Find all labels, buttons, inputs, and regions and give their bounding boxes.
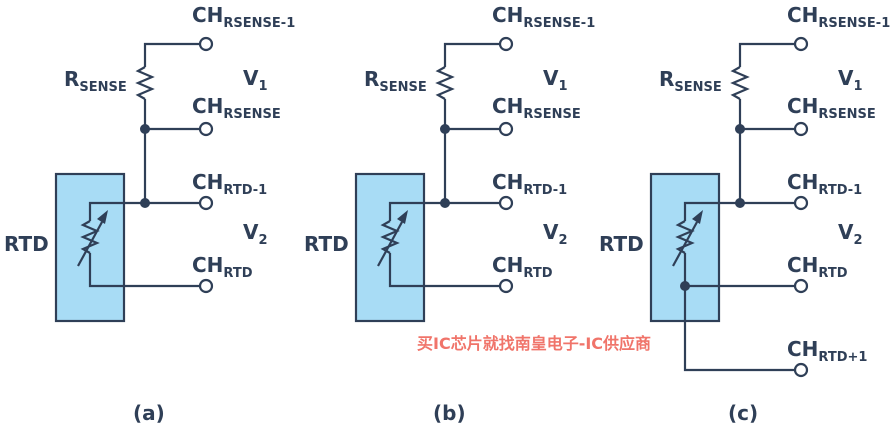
label-v2-c: V2 bbox=[838, 220, 863, 248]
label-v1-c: V1 bbox=[838, 66, 863, 94]
circuit-c: CHRSENSE-1 RSENSE V1 CHRSENSE CHRTD-1 RT… bbox=[599, 3, 890, 425]
label-v1-b: V1 bbox=[543, 66, 568, 94]
watermark-text: 买IC芯片就找南皇电子-IC供应商 bbox=[417, 334, 651, 353]
label-ch-rsense-1-c: CHRSENSE-1 bbox=[787, 3, 890, 31]
circuit-a: CHRSENSE-1 RSENSE V1 CHRSENSE CHRTD-1 RT… bbox=[4, 3, 295, 425]
label-ch-rsense-1-b: CHRSENSE-1 bbox=[492, 3, 595, 31]
label-rsense-c: RSENSE bbox=[659, 67, 722, 95]
label-ch-rtd-b: CHRTD bbox=[492, 253, 553, 281]
label-ch-rsense-c: CHRSENSE bbox=[787, 94, 876, 122]
label-rtd-b: RTD bbox=[304, 232, 349, 256]
label-ch-rtd-a: CHRTD bbox=[192, 253, 253, 281]
circuit-b: CHRSENSE-1 RSENSE V1 CHRSENSE CHRTD-1 RT… bbox=[304, 3, 595, 425]
label-ch-rtd-plus-1-c: CHRTD+1 bbox=[787, 337, 867, 365]
label-v1-a: V1 bbox=[243, 66, 268, 94]
label-v2-a: V2 bbox=[243, 220, 268, 248]
label-rtd-a: RTD bbox=[4, 232, 49, 256]
label-ch-rtd-c: CHRTD bbox=[787, 253, 848, 281]
label-ch-rtd-1-b: CHRTD-1 bbox=[492, 170, 567, 198]
label-rtd-c: RTD bbox=[599, 232, 644, 256]
label-ch-rtd-1-a: CHRTD-1 bbox=[192, 170, 267, 198]
caption-b: (b) bbox=[433, 401, 466, 425]
label-ch-rsense-a: CHRSENSE bbox=[192, 94, 281, 122]
label-rsense-b: RSENSE bbox=[364, 67, 427, 95]
label-ch-rsense-b: CHRSENSE bbox=[492, 94, 581, 122]
caption-a: (a) bbox=[133, 401, 165, 425]
label-rsense-a: RSENSE bbox=[64, 67, 127, 95]
label-v2-b: V2 bbox=[543, 220, 568, 248]
label-ch-rsense-1-a: CHRSENSE-1 bbox=[192, 3, 295, 31]
label-ch-rtd-1-c: CHRTD-1 bbox=[787, 170, 862, 198]
caption-c: (c) bbox=[728, 401, 758, 425]
